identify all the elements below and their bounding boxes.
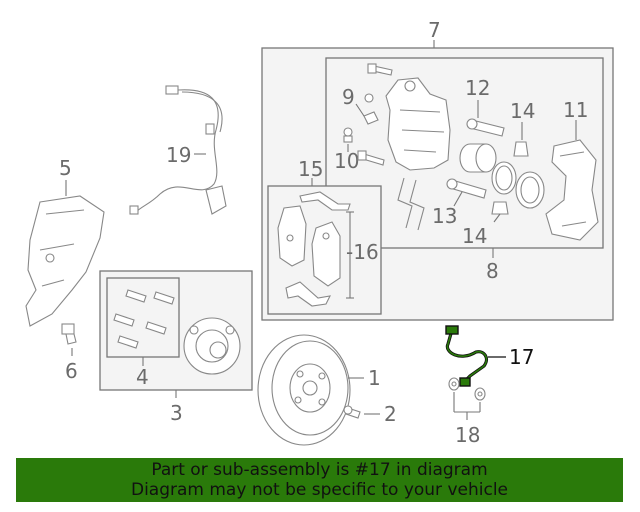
callout-6: 6 <box>65 359 78 383</box>
splash-shield <box>25 195 105 327</box>
callout-16: -16 <box>346 240 379 264</box>
caliper-body <box>385 77 451 171</box>
callout-17: 17 <box>509 345 534 369</box>
wheel-speed-sensor <box>129 85 227 215</box>
piston-boot <box>515 171 545 209</box>
callout-1: 1 <box>368 366 381 390</box>
piston-seal <box>491 161 517 195</box>
pad-shim-bottom <box>285 281 331 307</box>
shield-bolt <box>61 323 77 345</box>
callout-11: 11 <box>563 98 588 122</box>
callout-9: 9 <box>342 85 355 109</box>
pad-shim-top <box>299 191 351 211</box>
callout-2: 2 <box>384 402 397 426</box>
rotor-screw <box>343 405 361 419</box>
caliper-bolt-top <box>367 63 393 76</box>
brake-rotor <box>257 334 351 446</box>
anti-rattle-clips <box>397 177 425 231</box>
callout-4: 4 <box>136 365 149 389</box>
guide-pin-boot-lower <box>491 201 509 215</box>
banner-line-2: Diagram may not be specific to your vehi… <box>130 480 508 500</box>
hub-bolts <box>113 289 175 349</box>
callout-19: 19 <box>166 143 191 167</box>
banner-line-1: Part or sub-assembly is #17 in diagram <box>151 460 488 480</box>
callout-10: 10 <box>334 149 359 173</box>
brake-pad-inner <box>277 205 307 267</box>
wheel-hub <box>183 317 241 375</box>
bleeder-screw <box>363 93 379 125</box>
caliper-bolt-side <box>357 150 385 166</box>
brake-pad-outer <box>311 221 341 287</box>
callout-14-upper: 14 <box>510 99 535 123</box>
guide-pin-lower <box>446 178 487 199</box>
callout-7: 7 <box>428 18 441 42</box>
callout-18: 18 <box>455 423 480 447</box>
guide-pin-boot-upper <box>513 141 529 157</box>
brake-hose-highlighted <box>445 325 489 387</box>
callout-8: 8 <box>486 259 499 283</box>
callout-5: 5 <box>59 156 72 180</box>
caliper-bracket <box>545 139 599 241</box>
callout-13: 13 <box>432 204 457 228</box>
bleeder-cap <box>343 127 353 143</box>
guide-pin-upper <box>466 118 505 137</box>
callout-3: 3 <box>170 401 183 425</box>
info-banner: Part or sub-assembly is #17 in diagram D… <box>16 458 623 502</box>
callout-12: 12 <box>465 76 490 100</box>
callout-15: 15 <box>298 157 323 181</box>
hose-washers <box>448 377 486 401</box>
callout-14-lower: 14 <box>462 224 487 248</box>
caliper-piston <box>459 143 497 173</box>
